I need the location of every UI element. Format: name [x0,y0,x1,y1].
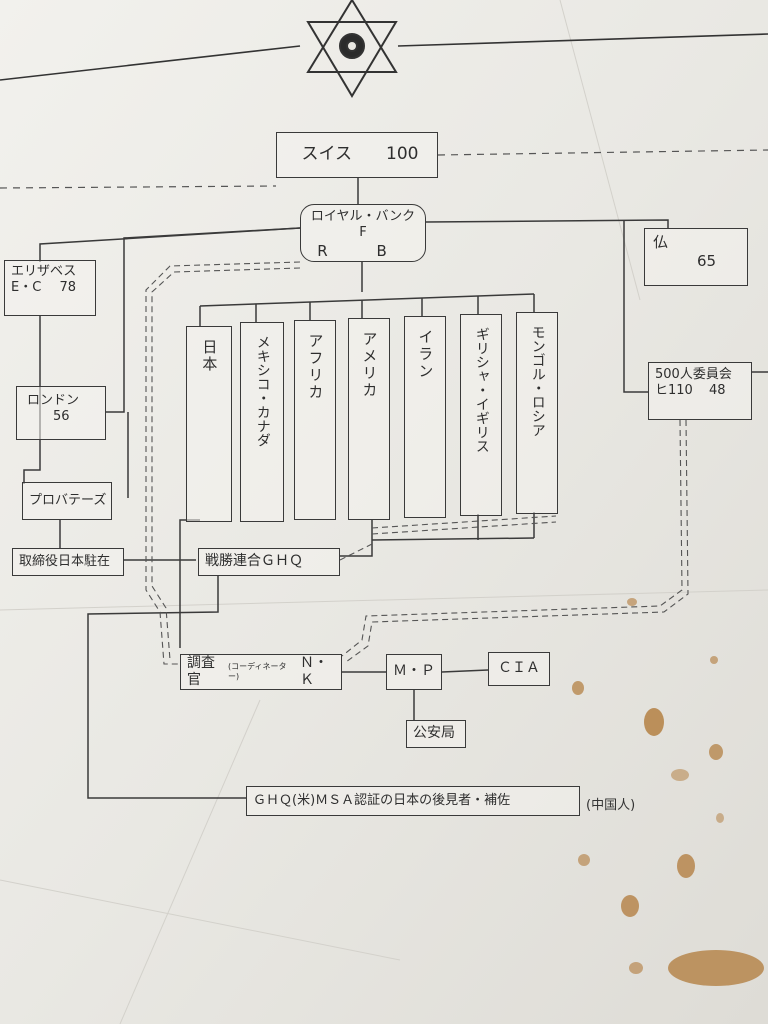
node-providence-name: プロバテーズ [29,492,107,508]
node-committee-value: 48 [708,383,726,399]
node-switzerland-value: 100 [386,144,419,165]
node-cia: ＣＩＡ [488,652,550,686]
node-investigator-code: Ｎ・Ｋ [300,654,329,689]
dashed-top-lines [0,149,768,189]
node-mp-name: Ｍ・Ｐ [393,663,435,680]
node-london: ロンドン 56 [16,386,106,440]
node-royal-bank: ロイヤル・バンク F R B [300,204,426,262]
node-elizabeth-sub: E・C [11,280,42,296]
node-france: 仏 65 [644,228,748,286]
msa-note-text: (中国人) [586,798,636,813]
node-elizabeth-name: エリザベス [11,264,77,279]
node-msa-name: ＧＨＱ(米)ＭＳＡ認証の日本の後見者・補佐 [253,792,511,808]
nation-greece-england: ギリシャ・イギリス [460,314,502,516]
node-director-japan: 取締役日本駐在 [12,548,124,576]
node-committee-name: 500人委員会 [655,367,732,382]
node-cia-name: ＣＩＡ [498,660,540,677]
node-switzerland: スイス 100 [276,132,438,178]
nation-africa: アフリカ [294,320,336,520]
node-london-value: 56 [53,409,70,425]
node-royal-bank-line1: ロイヤル・バンク [310,209,416,224]
nation-america: アメリカ [348,318,390,520]
nation-label: イラン [416,329,435,380]
node-london-name: ロンドン [27,393,80,408]
node-investigator: 調査官 (コーディネーター) Ｎ・Ｋ [180,654,342,690]
node-director-japan-name: 取締役日本駐在 [19,553,111,569]
nation-label: アメリカ [360,331,379,399]
node-elizabeth-value: 78 [59,280,76,296]
node-mp: Ｍ・Ｐ [386,654,442,690]
double-dashed-routes [145,261,689,665]
node-elizabeth: エリザベス E・C 78 [4,260,96,316]
nation-label: ギリシャ・イギリス [473,327,490,453]
nation-label: メキシコ・カナダ [254,335,271,447]
nation-japan: 日本 [186,326,232,522]
nation-mexico-canada: メキシコ・カナダ [240,322,284,522]
nation-label: モンゴル・ロシア [529,325,546,437]
node-investigator-name: 調査官 [187,654,215,689]
node-public-security-name: 公安局 [413,725,455,742]
stains [572,598,764,986]
node-royal-bank-line2: F [359,225,367,241]
node-public-security: 公安局 [406,720,466,748]
node-committee-code: ヒ110 [655,383,693,399]
node-ghq-name: 戦勝連合ＧＨＱ [205,553,303,570]
node-providence: プロバテーズ [22,482,112,520]
node-france-name: 仏 [653,233,669,251]
nation-label: アフリカ [306,333,325,401]
top-rule [0,33,768,81]
node-investigator-small: (コーディネーター) [228,662,287,681]
node-committee: 500人委員会 ヒ110 48 [648,362,752,420]
star-of-david-icon [306,0,398,98]
nation-iran: イラン [404,316,446,518]
connectors [23,178,768,799]
msa-note: (中国人) [586,794,635,813]
node-france-value: 65 [697,251,717,270]
nation-mongol-russia: モンゴル・ロシア [516,312,558,514]
nation-label: 日本 [200,339,219,373]
node-royal-bank-line3: R B [317,241,409,260]
node-ghq: 戦勝連合ＧＨＱ [198,548,340,576]
node-msa: ＧＨＱ(米)ＭＳＡ認証の日本の後見者・補佐 [246,786,580,816]
node-switzerland-name: スイス [301,144,353,165]
